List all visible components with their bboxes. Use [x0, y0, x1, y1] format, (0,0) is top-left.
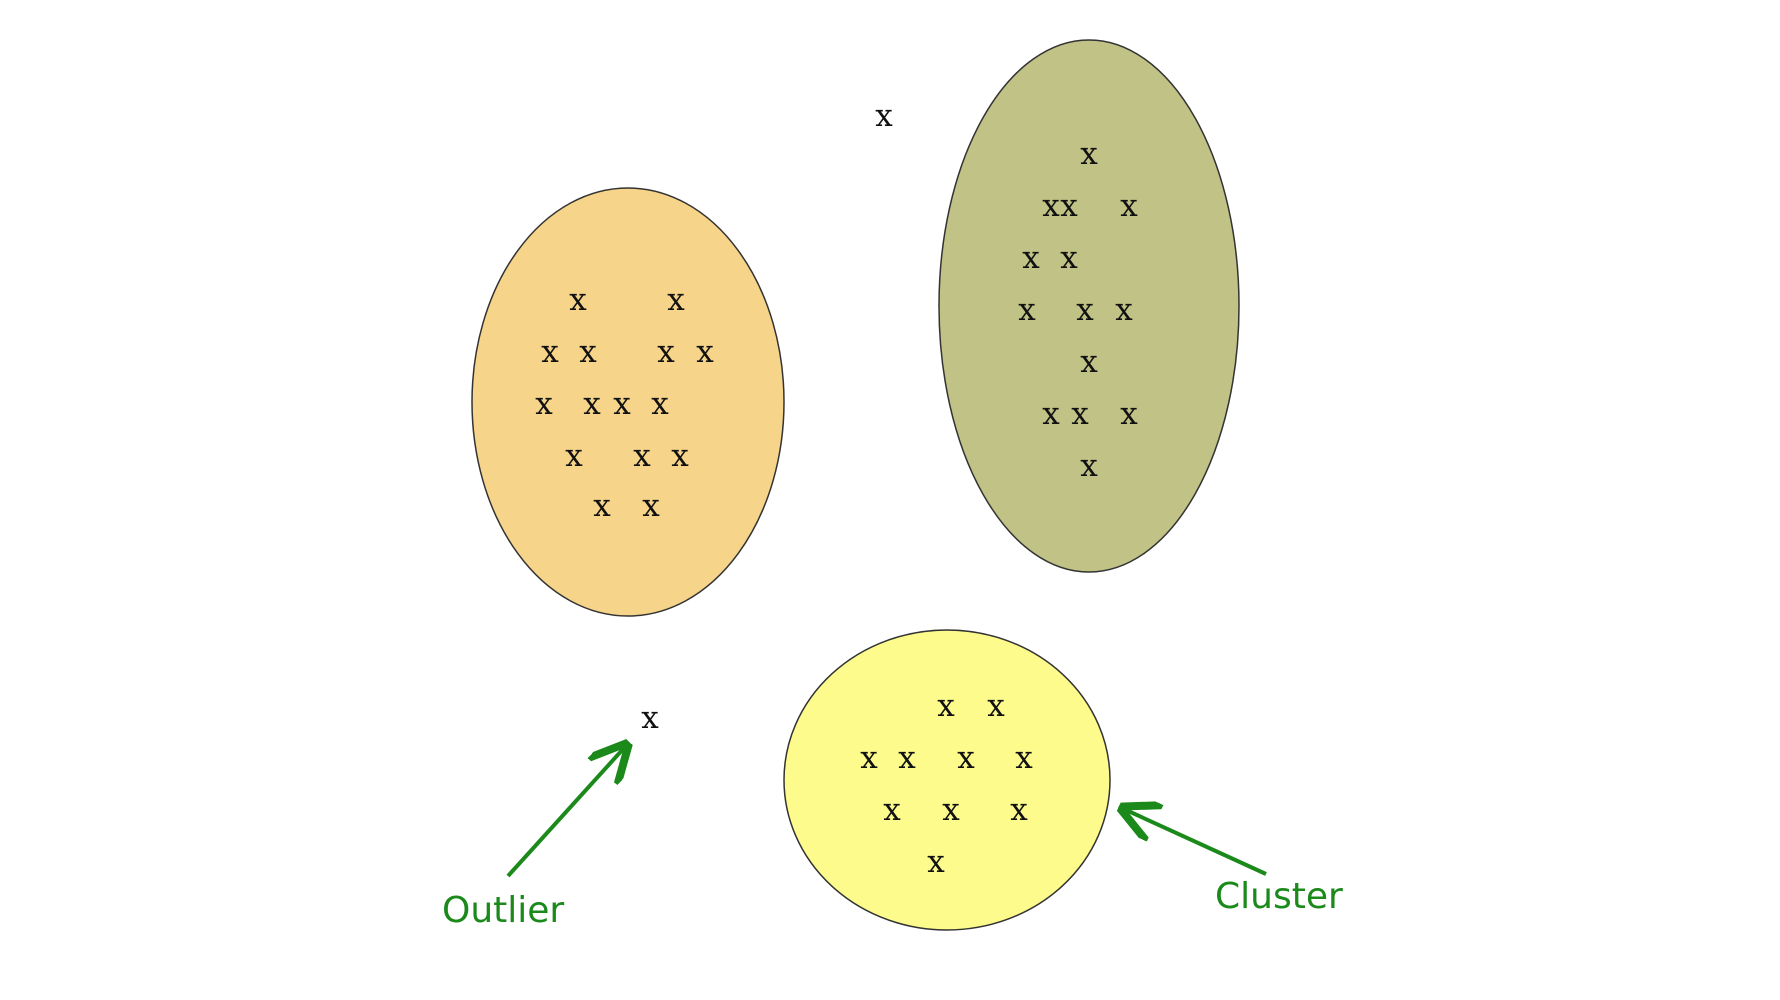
data-point: x [860, 740, 878, 776]
data-point: x [927, 844, 945, 880]
data-point: x [1071, 396, 1089, 432]
data-point: x [671, 438, 689, 474]
data-point: x [642, 488, 660, 524]
data-point: x [1120, 396, 1138, 432]
data-point: x [1115, 292, 1133, 328]
data-point: x [883, 792, 901, 828]
data-point: x [1022, 240, 1040, 276]
cluster-yellow-points: x x x x x x x x x x [860, 688, 1033, 880]
data-point: x [583, 386, 601, 422]
outlier-label: Outlier [442, 890, 564, 931]
data-point: x [898, 740, 916, 776]
data-point: x [1080, 344, 1098, 380]
data-point: x [1018, 292, 1036, 328]
cluster-olive-points: x x x x x x x x x x x x x x [1018, 136, 1138, 484]
data-point: x [1060, 188, 1078, 224]
outlier-point-top: x [875, 98, 893, 134]
data-point: x [565, 438, 583, 474]
cluster-olive-boundary [938, 39, 1240, 573]
cluster-label: Cluster [1215, 876, 1343, 917]
data-point: x [579, 334, 597, 370]
cluster-yellow-boundary [783, 629, 1111, 931]
data-point: x [987, 688, 1005, 724]
cluster-orange: x x x x x x x x x x x x x x x [471, 187, 785, 617]
data-point: x [651, 386, 669, 422]
data-point: x [613, 386, 631, 422]
data-point: x [535, 386, 553, 422]
data-point: x [1042, 396, 1060, 432]
data-point: x [569, 282, 587, 318]
outlier-arrow [506, 748, 624, 878]
data-point: x [1010, 792, 1028, 828]
data-point: x [667, 282, 685, 318]
data-point: x [696, 334, 714, 370]
cluster-callout: Cluster [1126, 810, 1343, 917]
data-point: x [942, 792, 960, 828]
data-point: x [1080, 448, 1098, 484]
data-point: x [593, 488, 611, 524]
data-point: x [633, 438, 651, 474]
outlier-point-bottom: x [641, 700, 659, 736]
cluster-arrow [1126, 810, 1267, 876]
data-point: x [1042, 188, 1060, 224]
data-point: x [937, 688, 955, 724]
data-point: x [541, 334, 559, 370]
data-point: x [1076, 292, 1094, 328]
cluster-orange-boundary [471, 187, 785, 617]
cluster-orange-points: x x x x x x x x x x x x x x x [535, 282, 714, 524]
data-point: x [1080, 136, 1098, 172]
cluster-olive: x x x x x x x x x x x x x x [938, 39, 1240, 573]
cluster-yellow: x x x x x x x x x x [783, 629, 1111, 931]
data-point: x [657, 334, 675, 370]
data-point: x [1120, 188, 1138, 224]
data-point: x [1060, 240, 1078, 276]
data-point: x [1015, 740, 1033, 776]
outlier-callout: Outlier [442, 748, 624, 931]
data-point: x [957, 740, 975, 776]
